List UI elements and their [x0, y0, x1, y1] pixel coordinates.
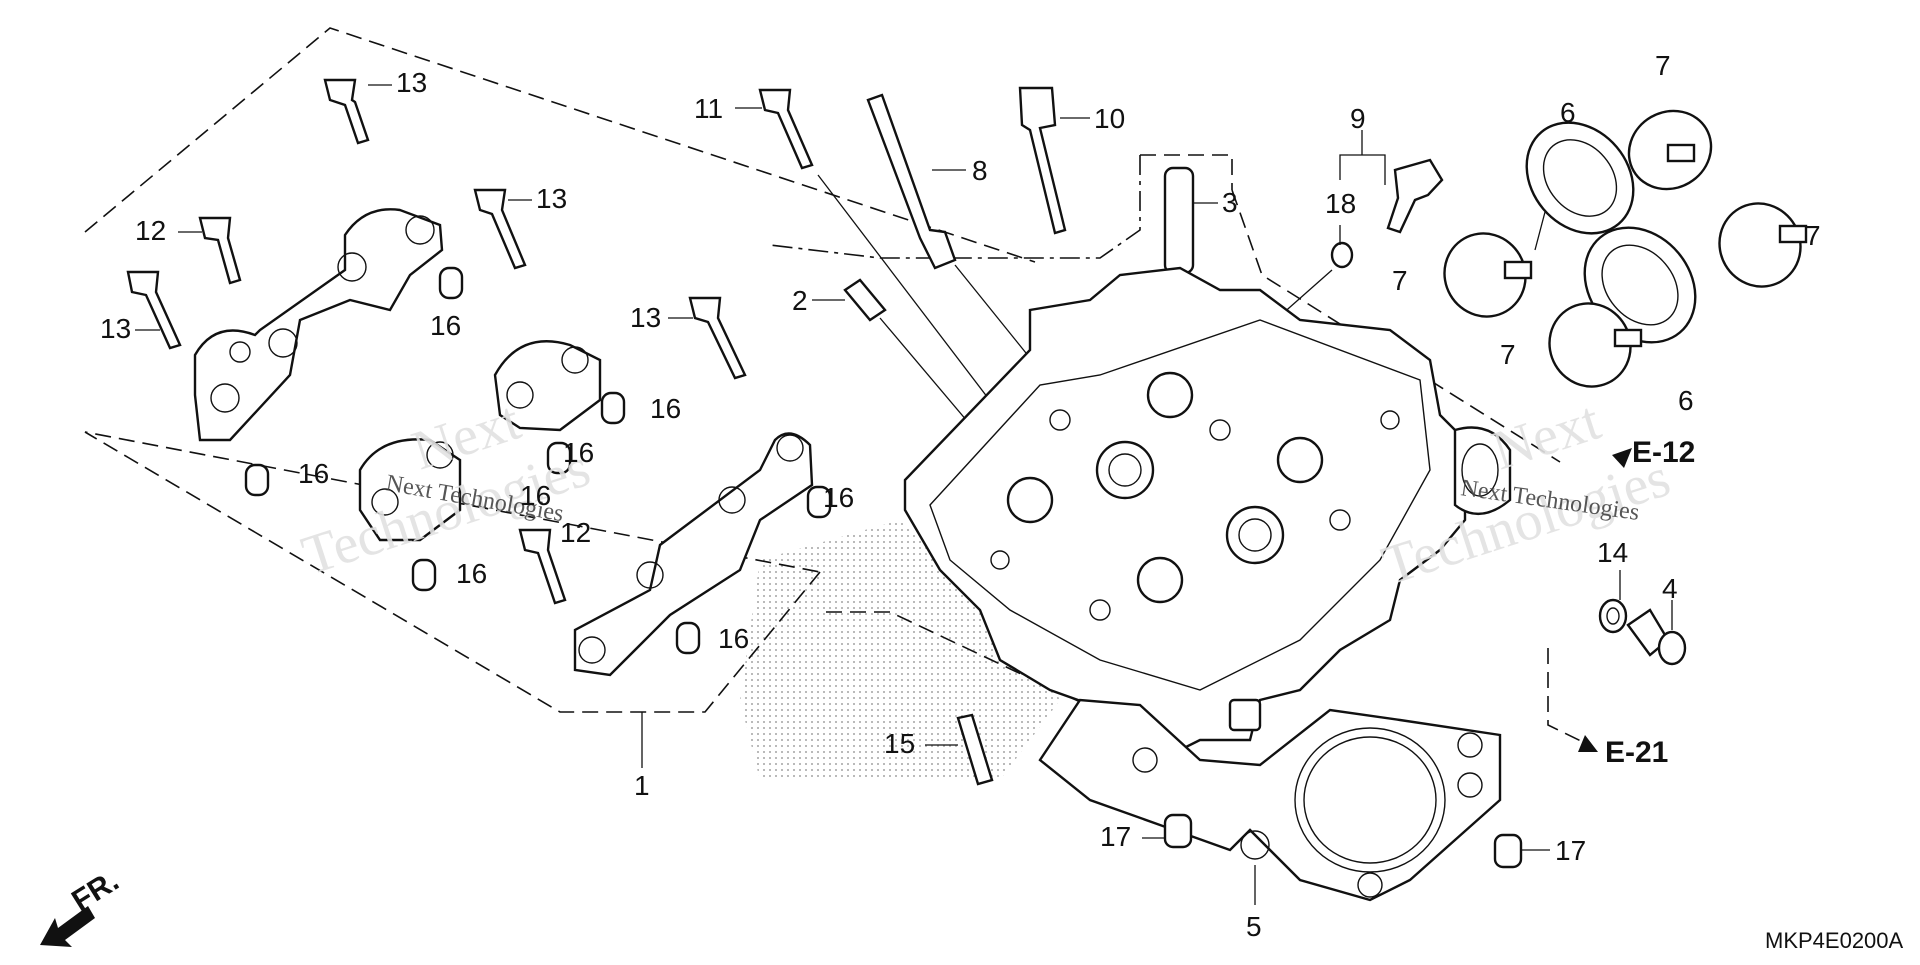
cam-holder-middle — [493, 340, 602, 432]
callout-c16c[interactable]: 16 — [298, 458, 329, 489]
callout-c5[interactable]: 5 — [1246, 911, 1262, 942]
callout-c13a[interactable]: 13 — [396, 67, 427, 98]
clamp-left — [1443, 232, 1533, 318]
callout-c14[interactable]: 14 — [1597, 537, 1628, 568]
bolt-13d — [668, 296, 747, 380]
bracket-10 — [769, 155, 1141, 259]
dowel-17a — [1142, 813, 1193, 849]
guide-3 — [1163, 166, 1218, 275]
front-direction-label: FR. — [66, 864, 124, 918]
diagram-code: MKP4E0200A — [1765, 928, 1904, 953]
bracket-e12 — [1231, 189, 1561, 463]
callout-c9[interactable]: 9 — [1350, 103, 1366, 134]
callout-c13b[interactable]: 13 — [100, 313, 131, 344]
bolt-13a — [323, 78, 392, 145]
callout-c16f[interactable]: 16 — [456, 558, 487, 589]
callout-c11[interactable]: 11 — [694, 93, 723, 124]
front-direction-arrow — [40, 906, 95, 947]
ref-e12-arrow — [1612, 448, 1632, 468]
callout-c18[interactable]: 18 — [1325, 188, 1356, 219]
callout-c10[interactable]: 10 — [1094, 103, 1125, 134]
callout-labels: 1312131316161616161616161213118103291867… — [100, 50, 1821, 942]
intake-boot-upper — [1525, 121, 1635, 251]
callout-c12b[interactable]: 12 — [560, 517, 591, 548]
group-outline-holders — [84, 27, 1036, 713]
callout-c16a[interactable]: 16 — [430, 310, 461, 341]
callout-c16b[interactable]: 16 — [650, 393, 681, 424]
callout-c6b[interactable]: 6 — [1678, 385, 1694, 416]
dowel-17b — [1493, 833, 1550, 869]
bracket-3 — [1140, 154, 1233, 190]
bracket-e21 — [1547, 648, 1586, 744]
callout-c16g[interactable]: 16 — [718, 623, 749, 654]
bolt-11 — [735, 88, 1021, 441]
callout-c16e[interactable]: 16 — [823, 482, 854, 513]
callout-c15[interactable]: 15 — [884, 728, 915, 759]
bolt-13b — [126, 270, 182, 350]
callout-c4[interactable]: 4 — [1662, 573, 1678, 604]
ref-e21[interactable]: E-21 — [1605, 736, 1668, 769]
ref-e12[interactable]: E-12 — [1632, 436, 1695, 469]
clamp-lower — [1548, 302, 1643, 388]
callout-c13d[interactable]: 13 — [630, 302, 661, 333]
cam-holder-upper — [193, 208, 444, 442]
callout-c6a[interactable]: 6 — [1560, 97, 1576, 128]
callout-c17b[interactable]: 17 — [1555, 835, 1586, 866]
callout-c12a[interactable]: 12 — [135, 215, 166, 246]
cam-holder-left — [358, 438, 462, 542]
plug-4 — [1626, 600, 1687, 666]
stud-15 — [925, 713, 994, 786]
clamp-top — [1627, 109, 1713, 191]
cam-holder-lower — [573, 432, 814, 677]
ref-e21-arrow — [1578, 735, 1598, 752]
callout-c7b[interactable]: 7 — [1805, 220, 1821, 251]
callout-c7a[interactable]: 7 — [1655, 50, 1671, 81]
callout-c16h[interactable]: 16 — [520, 480, 551, 511]
callout-c16d[interactable]: 16 — [563, 437, 594, 468]
bolt-12b — [518, 528, 567, 605]
clamp-right — [1718, 202, 1808, 288]
bolt-13c — [473, 188, 532, 270]
callout-c7c[interactable]: 7 — [1392, 265, 1408, 296]
callout-c7d[interactable]: 7 — [1500, 339, 1516, 370]
callout-c3[interactable]: 3 — [1222, 187, 1238, 218]
callout-c13c[interactable]: 13 — [536, 183, 567, 214]
head-gasket-5 — [1038, 698, 1502, 905]
callout-c17a[interactable]: 17 — [1100, 821, 1131, 852]
callout-c8[interactable]: 8 — [972, 155, 988, 186]
callout-c2[interactable]: 2 — [792, 285, 808, 316]
callout-c1[interactable]: 1 — [634, 770, 650, 801]
bolt-10 — [1018, 86, 1090, 235]
dowel-pins — [244, 266, 832, 655]
bolt-12a — [178, 216, 242, 285]
cylinder-head — [903, 266, 1512, 752]
washer-14 — [1598, 570, 1628, 634]
